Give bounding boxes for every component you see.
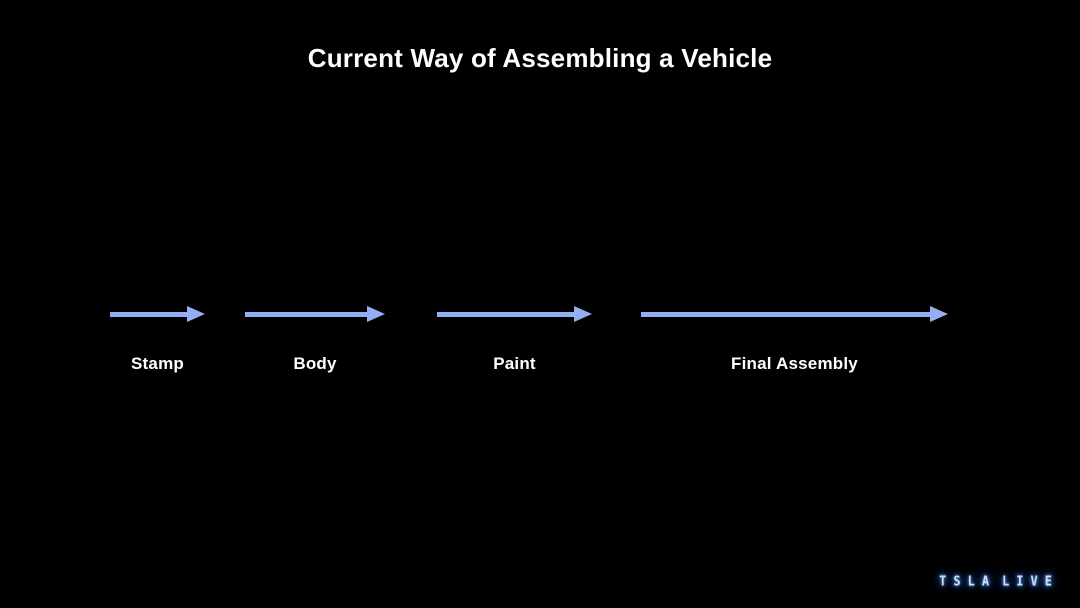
arrow-head [930,306,948,322]
arrow-head [367,306,385,322]
arrow-shaft [437,312,575,317]
process-stage-paint: Paint [437,296,592,386]
watermark-char: T [939,573,947,589]
arrow-shaft [245,312,368,317]
arrow-right-icon [110,296,205,334]
watermark-char: I [1016,573,1024,589]
watermark-char: V [1030,573,1038,589]
process-stage-final-assembly: Final Assembly [641,296,948,386]
arrow-right-icon [245,296,385,334]
process-stage-label: Paint [493,354,536,373]
process-stage-label: Body [293,354,337,373]
watermark-char: A [981,573,990,589]
process-stage-body: Body [245,296,385,386]
watermark-char: S [953,573,961,589]
watermark-char: L [1002,573,1010,589]
process-stage-label: Final Assembly [731,354,858,373]
watermark-char: L [967,573,975,589]
arrow-shaft [641,312,931,317]
page-title: Current Way of Assembling a Vehicle [307,43,773,73]
process-flow-diagram: Stamp Body Paint Final Assembly [0,296,1080,396]
arrow-shaft [110,312,188,317]
arrow-right-icon [641,296,948,334]
arrow-right-icon [437,296,592,334]
arrow-head [187,306,205,322]
arrow-head [574,306,592,322]
process-stage-stamp: Stamp [110,296,205,386]
process-stage-label: Stamp [131,354,184,373]
watermark-char: E [1044,573,1052,589]
